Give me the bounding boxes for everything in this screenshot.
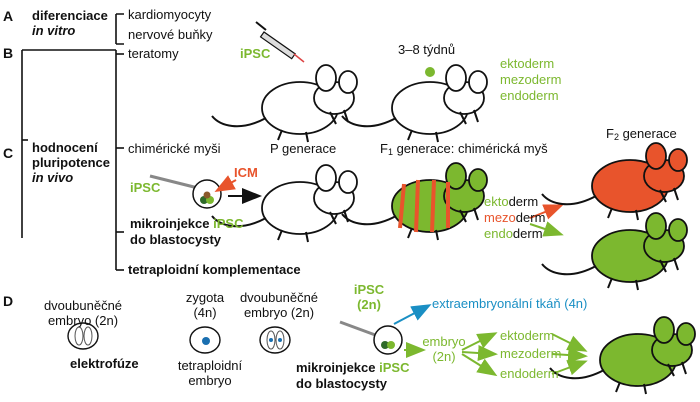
section-c-letter: C xyxy=(3,145,14,161)
two-cell-embryo-2-icon xyxy=(259,326,291,354)
chimeric-mouse-icon xyxy=(341,162,488,241)
c-tetraploid-label: tetraploidní komplementace xyxy=(128,262,301,277)
a-item-cardiomyocytes: kardiomyocyty xyxy=(128,7,212,22)
b-layer-endo: endoderm xyxy=(500,88,559,103)
d-microinjection-2: do blastocysty xyxy=(296,376,388,391)
d-two-cell-2b: embryo (2n) xyxy=(243,305,315,320)
section-a-letter: A xyxy=(3,8,14,24)
d-layer-meso: mezoderm xyxy=(500,346,562,361)
b-teratoma-label: teratomy xyxy=(128,46,179,61)
a-item-neurons: nervové buňky xyxy=(128,27,213,42)
c-f1-generation: F1 generace: chimérická myš xyxy=(380,141,548,157)
mouse-b2-icon xyxy=(341,64,488,143)
c-title-3: in vivo xyxy=(32,170,74,185)
c-title-1: hodnocení xyxy=(32,140,98,155)
layers-arrows xyxy=(461,332,588,377)
d-microinjection-1: mikroinjekce iPSC xyxy=(296,360,410,375)
c-germ-meso: mezoderm xyxy=(484,210,546,225)
c-p-generation: P generace xyxy=(270,141,337,156)
d-tetraploid-1: tetraploidní xyxy=(177,358,243,373)
c-icm-label: ICM xyxy=(234,165,258,180)
extra-arrow xyxy=(393,304,432,325)
c-chimeric-label: chimérické myši xyxy=(128,141,221,156)
f2-arrow-green xyxy=(529,221,564,237)
c-germ-endo: endoderm xyxy=(484,226,543,241)
teratoma-mark xyxy=(425,67,435,77)
d-embryo: embryo xyxy=(422,334,466,349)
c-microinjection-1: mikroinjekce iPSC xyxy=(130,216,244,231)
blastocyst-c-icon xyxy=(149,174,222,209)
bracket-lines xyxy=(21,13,124,271)
d-zygote: zygota xyxy=(185,290,225,305)
a-title-2: in vitro xyxy=(32,23,76,38)
blastocyst-d-icon xyxy=(339,320,403,355)
d-two-cell-1b: embryo (2n) xyxy=(47,313,119,328)
d-extra-label: extraembryonální tkáň (4n) xyxy=(432,296,588,311)
b-layer-meso: mezoderm xyxy=(500,72,562,87)
teratoma-syringe-icon xyxy=(255,21,305,63)
icm-arrow xyxy=(214,175,237,192)
b-layer-ecto: ektoderm xyxy=(500,56,555,71)
zygote-icon xyxy=(189,326,221,354)
d-layer-ecto: ektoderm xyxy=(500,328,555,343)
d-embryo-n: (2n) xyxy=(432,349,456,364)
f2-arrow-orange xyxy=(529,204,564,220)
d-ipsc-n: (2n) xyxy=(357,297,381,312)
d-electrofusion: elektrofúze xyxy=(70,356,139,371)
section-b-letter: B xyxy=(3,45,14,61)
mouse-f2-orange-icon xyxy=(541,142,688,221)
c-f2-generation: F2 generace xyxy=(606,126,677,142)
d-tetraploid-2: embryo xyxy=(188,373,232,388)
d-layer-endo: endoderm xyxy=(500,366,559,381)
b-time-label: 3–8 týdnů xyxy=(398,42,456,57)
c-microinjection-2: do blastocysty xyxy=(130,232,222,247)
c-title-2: pluripotence xyxy=(32,155,111,170)
c-germ-ecto: ektoderm xyxy=(484,194,539,209)
d-zygote-n: (4n) xyxy=(193,305,217,320)
b-ipsc-label: iPSC xyxy=(240,46,271,61)
section-d-letter: D xyxy=(3,293,14,309)
a-title-1: diferenciace xyxy=(32,8,108,23)
mouse-b1-icon xyxy=(211,64,358,143)
c-ipsc-label: iPSC xyxy=(130,180,161,195)
d-two-cell-2a: dvoubuněčné xyxy=(239,290,319,305)
mouse-f2-green-icon xyxy=(541,212,688,291)
d-ipsc: iPSC xyxy=(353,282,385,297)
two-cell-embryo-1-icon xyxy=(67,322,99,350)
d-two-cell-1a: dvoubuněčné xyxy=(43,298,123,313)
